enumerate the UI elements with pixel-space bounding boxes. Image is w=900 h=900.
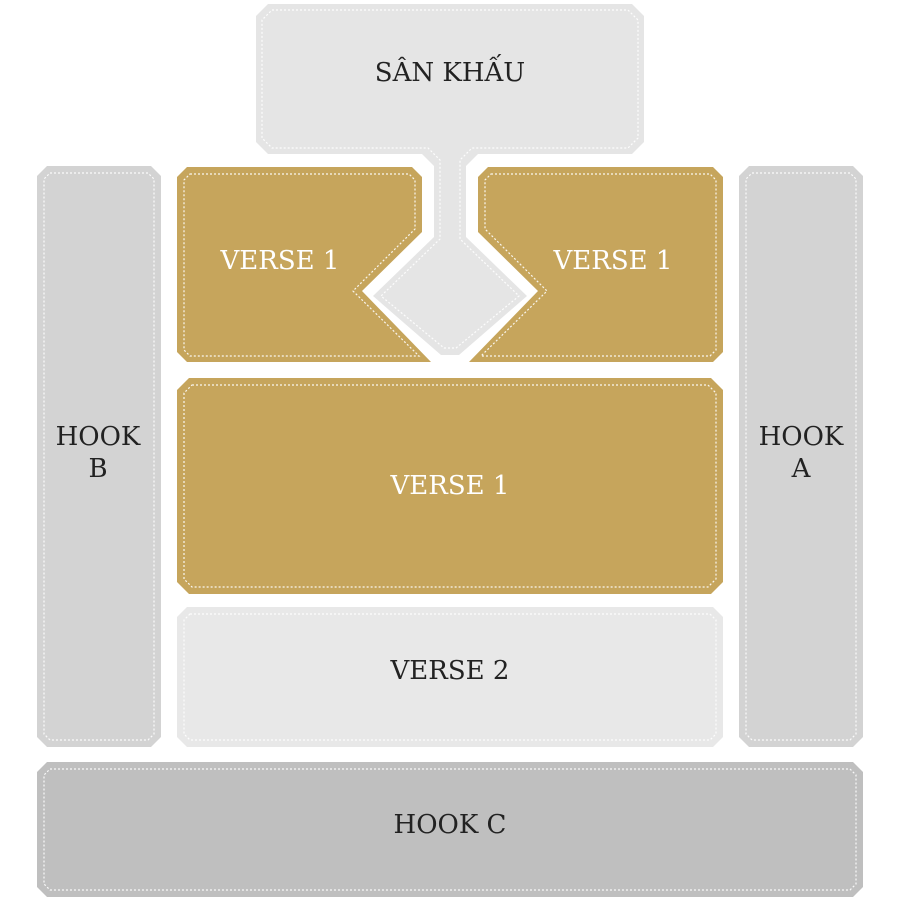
- hook-c-label: HOOK C: [394, 810, 507, 840]
- hook-a-zone[interactable]: HOOK A: [739, 166, 863, 747]
- stage-label: SÂN KHẤU: [375, 54, 525, 88]
- verse2-shape: [177, 607, 723, 747]
- stage-shape: [256, 4, 644, 355]
- verse1-right-zone[interactable]: VERSE 1: [469, 167, 723, 362]
- hook-a-label-line1: HOOK: [759, 422, 844, 452]
- hook-b-stitch: [43, 172, 155, 741]
- stage-zone[interactable]: SÂN KHẤU: [256, 4, 644, 355]
- verse1-left-label: VERSE 1: [220, 246, 340, 276]
- verse2-label: VERSE 2: [390, 656, 510, 686]
- verse1-right-stitch: [479, 173, 717, 357]
- verse1-right-label: VERSE 1: [553, 246, 673, 276]
- verse1-left-zone[interactable]: VERSE 1: [177, 167, 431, 362]
- stage-stitch: [261, 9, 639, 349]
- hook-b-zone[interactable]: HOOK B: [37, 166, 161, 747]
- verse1-center-zone[interactable]: VERSE 1: [177, 378, 723, 594]
- hook-a-label-line2: A: [791, 454, 812, 484]
- verse1-center-label: VERSE 1: [390, 471, 510, 501]
- hook-c-stitch: [43, 768, 857, 891]
- hook-a-shape: [739, 166, 863, 747]
- hook-c-shape: [37, 762, 863, 897]
- hook-b-label-line1: HOOK: [56, 422, 141, 452]
- verse2-zone[interactable]: VERSE 2: [177, 607, 723, 747]
- verse1-left-shape: [177, 167, 431, 362]
- verse1-center-stitch: [183, 384, 717, 588]
- hook-b-shape: [37, 166, 161, 747]
- hook-c-zone[interactable]: HOOK C: [37, 762, 863, 897]
- verse1-center-shape: [177, 378, 723, 594]
- hook-b-label-line2: B: [88, 454, 107, 484]
- hook-a-stitch: [745, 172, 857, 741]
- verse1-right-shape: [469, 167, 723, 362]
